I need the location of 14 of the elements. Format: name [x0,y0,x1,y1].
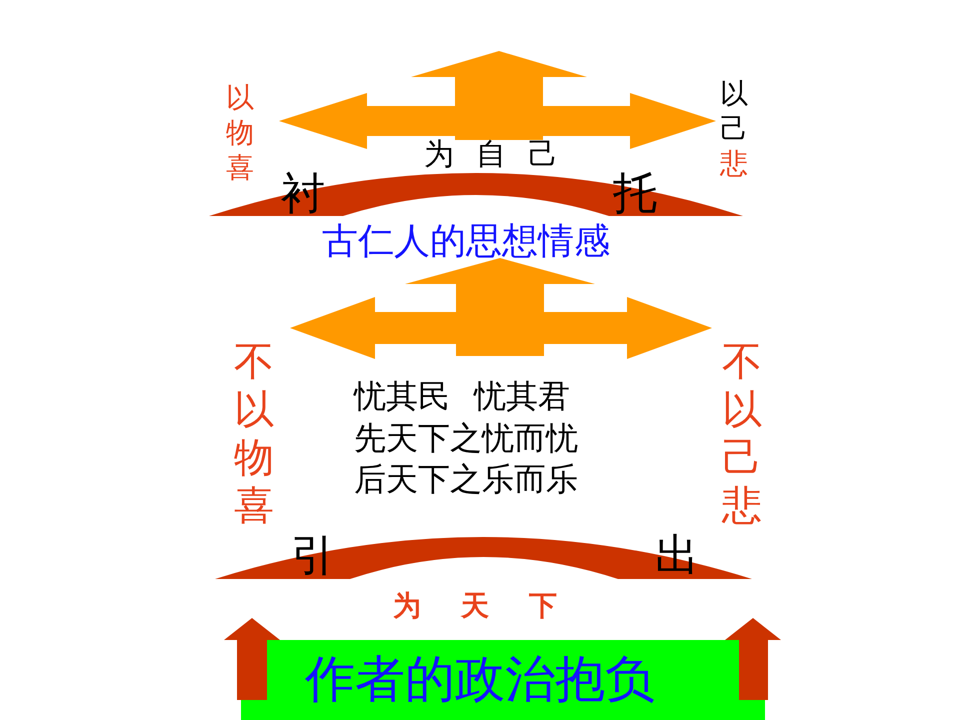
banner-text: 作者的政治抱负 [305,654,655,704]
vertical-text: 不以己悲 [722,338,762,530]
text-line: 忧其民 忧其君 [354,376,570,417]
heading-text: 古仁人的思想情感 [322,224,610,260]
vertical-text: 以己悲 [720,76,748,181]
vertical-text: 不以物喜 [234,338,274,530]
vertical-text: 以物喜 [226,80,254,185]
text-line: 后天下之乐而乐 [354,459,578,500]
block-arrow [725,618,781,700]
caption-text: 为天下 [393,592,597,620]
block-arrow [224,618,280,700]
title-banner [241,640,765,720]
heading-text: 为自己 [424,140,580,170]
text-line: 先天下之忧而忧 [354,418,578,459]
